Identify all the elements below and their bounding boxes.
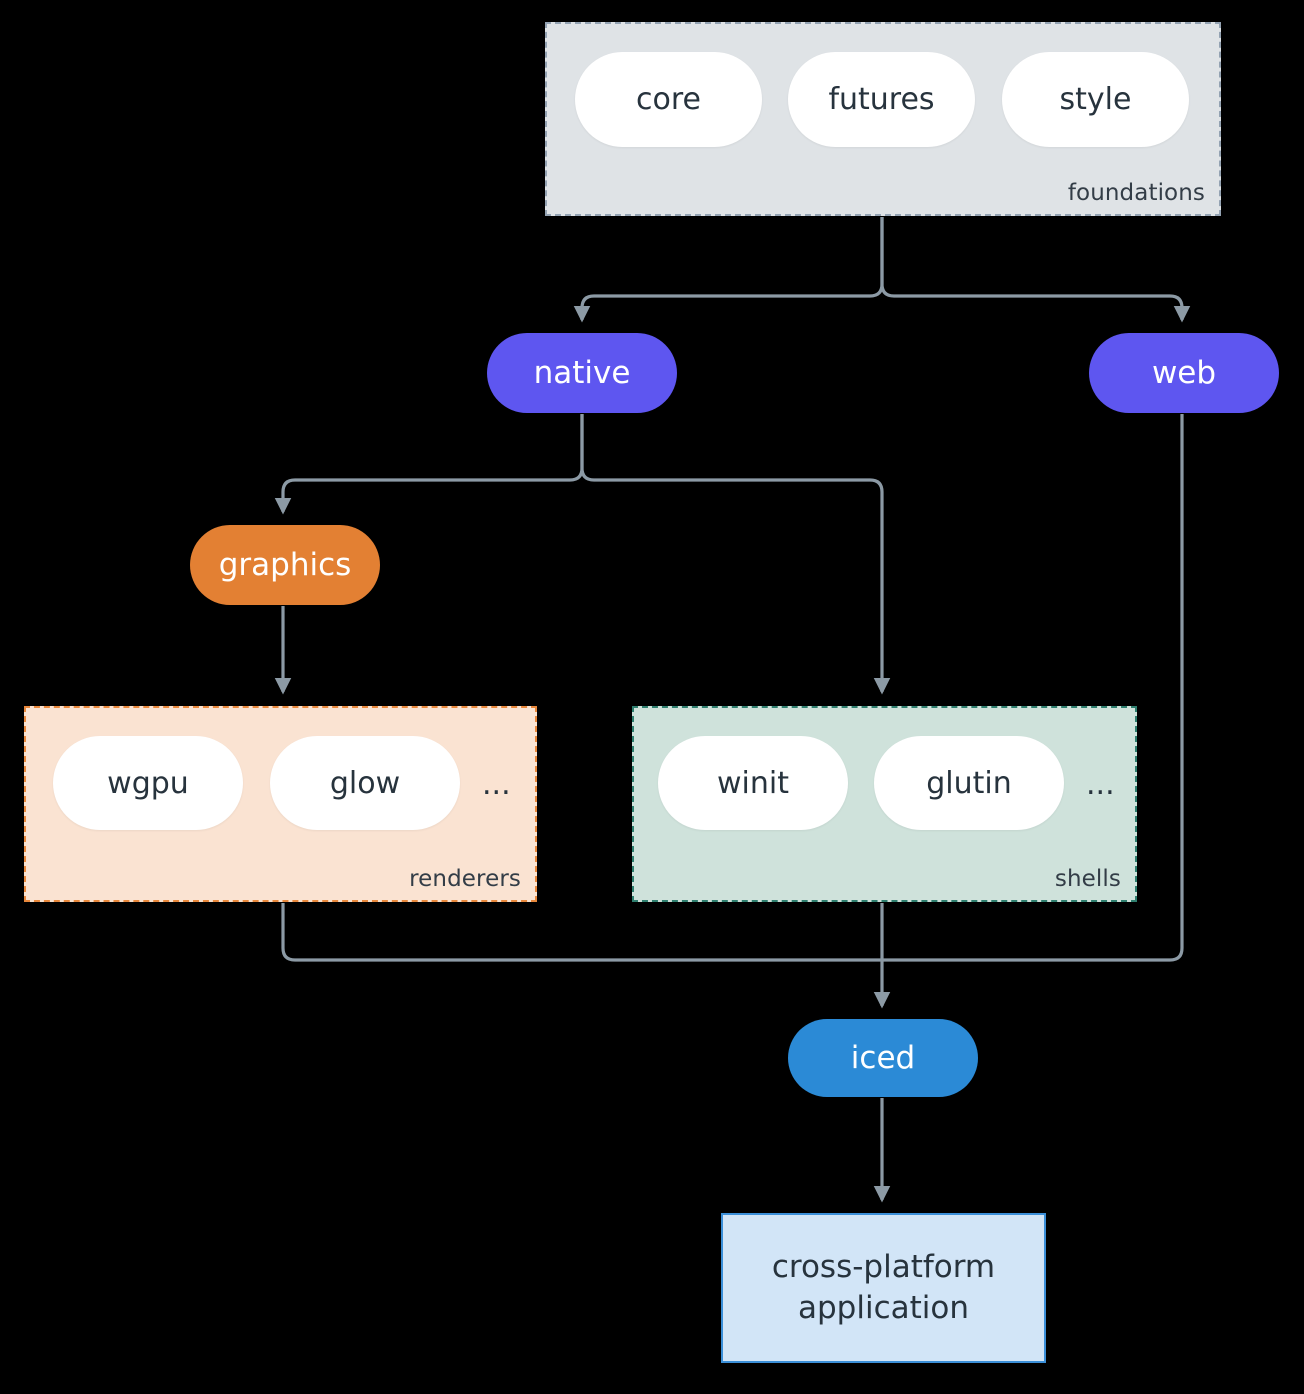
node-graphics[interactable]: graphics bbox=[190, 525, 380, 605]
group-renderers: wgpu glow ... renderers bbox=[24, 706, 537, 902]
chip-core[interactable]: core bbox=[575, 52, 762, 147]
edge-native-to-shells bbox=[580, 414, 891, 695]
edge-foundations-to-web bbox=[880, 217, 1191, 323]
group-label-renderers: renderers bbox=[409, 866, 521, 892]
terminal-line-2: application bbox=[798, 1290, 969, 1326]
shells-ellipsis: ... bbox=[1086, 767, 1115, 802]
node-web[interactable]: web bbox=[1089, 333, 1279, 413]
edge-foundations-to-native bbox=[573, 217, 884, 323]
terminal-line-1: cross-platform bbox=[771, 1249, 996, 1286]
chip-glutin[interactable]: glutin bbox=[874, 736, 1064, 830]
chip-winit[interactable]: winit bbox=[658, 736, 848, 830]
edge-renderers-to-iced bbox=[281, 903, 882, 962]
chip-style[interactable]: style bbox=[1002, 52, 1189, 147]
edge-native-to-graphics bbox=[274, 414, 584, 515]
node-iced[interactable]: iced bbox=[788, 1019, 978, 1097]
group-foundations: core futures style foundations bbox=[545, 22, 1221, 216]
chip-wgpu[interactable]: wgpu bbox=[53, 736, 243, 830]
group-shells: winit glutin ... shells bbox=[632, 706, 1137, 902]
chip-futures[interactable]: futures bbox=[788, 52, 975, 147]
chip-glow[interactable]: glow bbox=[270, 736, 460, 830]
group-label-shells: shells bbox=[1054, 866, 1121, 892]
node-cross-platform-application[interactable]: cross-platform application bbox=[721, 1213, 1046, 1363]
group-label-foundations: foundations bbox=[1067, 180, 1205, 206]
node-native[interactable]: native bbox=[487, 333, 677, 413]
renderers-ellipsis: ... bbox=[482, 767, 511, 802]
